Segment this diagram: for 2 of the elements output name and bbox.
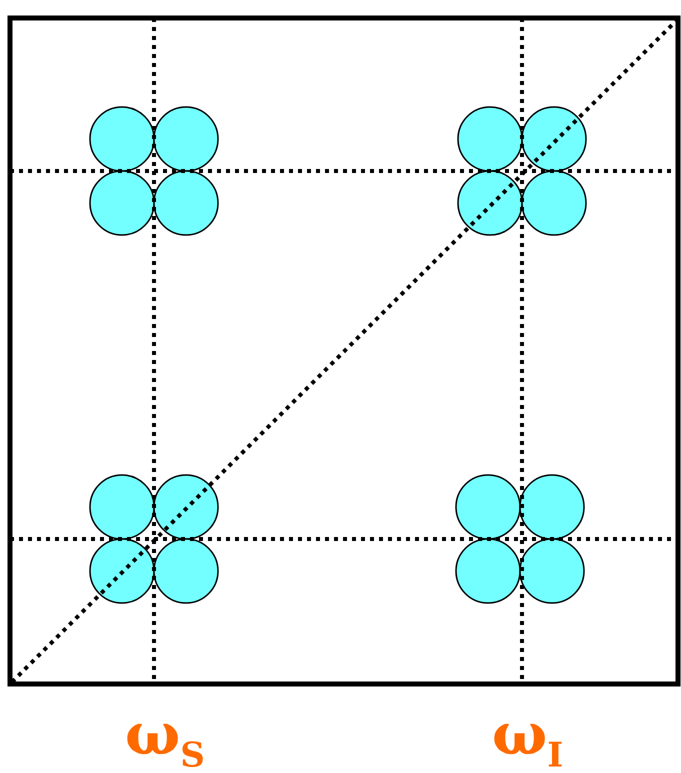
axis-label: ω$_{S}$ [125, 705, 205, 773]
axis-label: ω$_{I}$ [492, 705, 564, 773]
